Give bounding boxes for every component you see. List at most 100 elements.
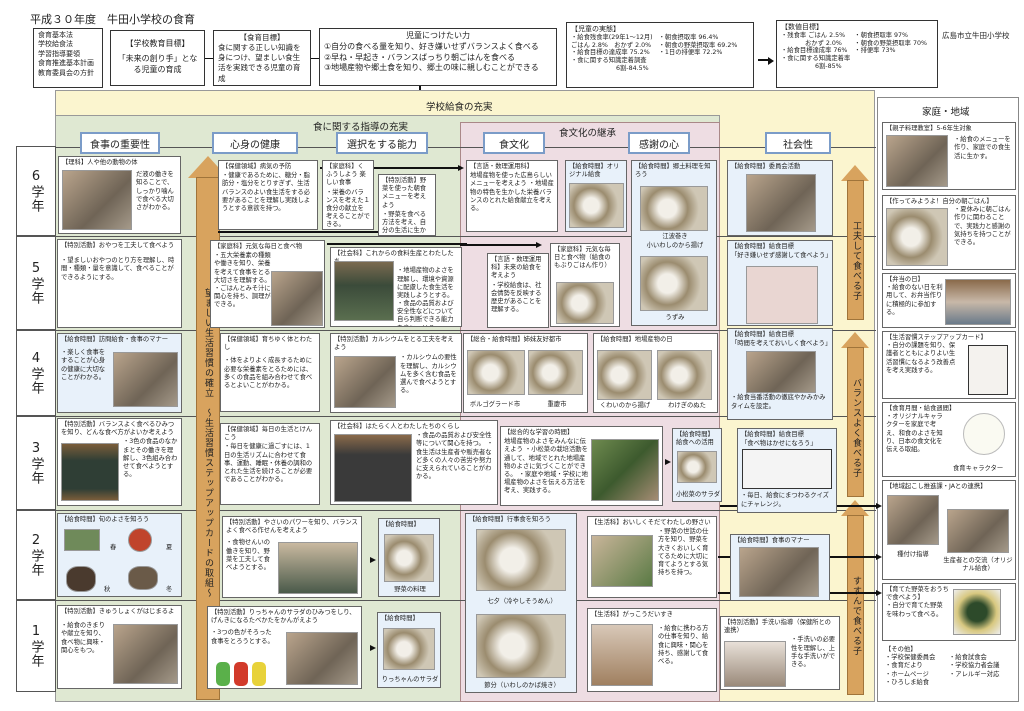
card-text: ・楽しく食事をすることが心身の健康に大切なことがわかる。 (61, 349, 106, 381)
photo (334, 434, 412, 502)
grade-6: 6学年 (16, 146, 56, 236)
abilities-box: 児童につけたい力 ①自分の食べる量を知り、好き嫌いせずバランスよく食べる ②早ね… (319, 28, 557, 86)
card-title: 【地域起こし推進課・JAとの連携】 (886, 483, 987, 490)
card-title: 【総合的な学習の時間】 (504, 429, 574, 436)
card-title: 【保健領域】毎日の生活とけんこう (224, 426, 313, 442)
photo (886, 208, 948, 266)
other-item: ・ホームページ (885, 670, 929, 678)
photo (64, 529, 100, 551)
column-header-sociality: 社会性 (765, 132, 831, 154)
card-title: 【特別活動】手洗い指導（保健所との連携） (724, 619, 831, 635)
arrow-head-icon (841, 165, 869, 181)
photo (591, 439, 659, 501)
home-card-parent-child-cooking: 【親子料理教室】5-6年生対象・給食のメニューを作り、家庭での食生活に生かす。 (882, 122, 1016, 190)
photo (569, 183, 624, 228)
photo-caption: 食育キャラクター (953, 465, 1004, 472)
card-ricchan-salad-lesson: 【特別活動】りっちゃんのサラダのひみつをしり、げんきになるたべかたをかんがえよう… (207, 606, 362, 689)
photo-caption: 小松菜のサラダ (675, 491, 721, 498)
abilities-title: 児童につけたい力 (406, 31, 470, 40)
card-title: 【家庭科】元気な毎日と食べ物 (214, 243, 303, 250)
status-line: ・朝食摂取率 96.4% (658, 33, 719, 41)
card-title: 【家庭科】くふうしよう 楽しい食事 (326, 163, 366, 187)
ability-item: ③地場産物や郷土食を知り、郷土の味に親しむことができる (324, 63, 539, 73)
photo-caption: 生産者との交流（オリジナル給食） (943, 557, 1013, 573)
card-text: ・毎日、給食にまつわるクイズにチャレンジ。 (741, 492, 829, 508)
card-future-lunch: 【言語・数理運用科】未来の給食を考えよう・学校給食は、社会情勢を反映する歴史があ… (487, 253, 549, 328)
card-title: 【給食時間】旬のよさを知ろう (61, 516, 150, 523)
habit-arrow-text: 望ましい生活習慣の確立 ～生活習慣ステップアップカードの取組～ (203, 288, 213, 598)
target-line: おかず 2.0% (805, 39, 842, 47)
other-item: ・学校保健委員会 (885, 654, 936, 662)
card-love-school: 【生活科】がっこうだいすき・給食に携わる方の仕事を知り、給食に興味・関心を持ち、… (587, 608, 717, 692)
card-growing-body: 【保健領域】育ちゆく体とわたし・体をよりよく成長するために必要な栄養素をとるため… (220, 333, 320, 412)
photo (476, 614, 566, 678)
photo (887, 495, 939, 545)
card-title: 【給食時間】委員会活動 (731, 163, 801, 170)
photo-caption: 七夕（冷やしそうめん） (487, 598, 557, 605)
card-text: ・3つの色がそろった食事をとろうとする。 (211, 629, 274, 645)
target-line: ・朝食摂取率 97% (854, 31, 909, 39)
card-goal-no-picky: 【給食時間】給食目標「好き嫌いせず感謝して食べよう」 (727, 240, 833, 326)
card-title: 【言語・数理運用科】未来の給食を考えよう (491, 256, 542, 280)
photo-caption: くわいのから揚げ (599, 402, 651, 409)
season-label: 冬 (166, 586, 173, 593)
season-label: 夏 (166, 544, 173, 551)
card-ricchan-salad: 【給食時間】りっちゃんのサラダ (377, 612, 441, 688)
shokuiku-goal-text: 食に関する正しい知識を身につけ、望ましい食生活を実践できる児童の育成 (218, 43, 301, 83)
card-title: 【給食時間】給食への活用 (676, 431, 714, 447)
photo (467, 350, 525, 395)
other-item: ・食育だより (885, 662, 923, 670)
character-icons (216, 662, 266, 686)
card-text: ・学校給食は、社会情勢を反映する歴史があることを理解する。 (491, 281, 542, 314)
card-text: ・給食当番活動の徹底やかみかみタイムを設定。 (731, 394, 826, 410)
card-text: ・給食のメニューを作り、家庭での食生活に生かす。 (954, 136, 1011, 160)
card-title: 【給食時間】地場産物の日 (597, 336, 673, 343)
status-line: ・朝食の野菜摂取率 69.2% (658, 41, 738, 49)
card-title: 【総合・給食時間】姉妹友好都市 (467, 336, 562, 343)
home-card-bento-day: 【弁当の日】・給食のない日を利用して、お弁当作りに積極的に参加する。 (882, 273, 1016, 328)
grade-4: 4学年 (16, 330, 56, 416)
card-text: 「食べ物はかせになろう」 (741, 440, 817, 448)
photo-caption: りっちゃんのサラダ (381, 676, 439, 683)
card-special-breakfast: 【特別活動】野菜を使った朝食メニューを考えよう・野菜を食べる方法を考え、自分の生… (378, 174, 436, 236)
other-item: ・ひろしま給食 (885, 678, 930, 686)
card-daily-health: 【保健領域】毎日の生活とけんこう・毎日を健康に過ごすには、1日の生活リズムに合わ… (220, 423, 320, 505)
photo (724, 641, 786, 687)
card-title: 【給食時間】 (381, 615, 419, 622)
photo (334, 356, 396, 408)
target-line: ・排便率 73% (854, 47, 896, 55)
card-homeec-nutrients: 【家庭科】元気な毎日と食べ物・五大栄養素の種類や働きを知り、栄養を考えて食事をと… (210, 240, 325, 328)
card-text: ・給食に携わる方の仕事を知り、給食に興味・関心を持ち、感謝して食べる。 (658, 625, 709, 665)
card-language-local-menu: 【言語・数理運用科】地場産物を使った広島らしいメニューを考えよう ・地場産物の特… (466, 160, 558, 232)
photo-caption: ボルゴグラード市 (469, 401, 521, 408)
card-text: ・望ましいおやつのとり方を理解し、時間・種類・量を意識して、食べることができるよ… (61, 257, 175, 281)
photo (742, 449, 832, 489)
creative-eating-arrow: 工夫して食べる子 (847, 180, 864, 320)
other-item: ・アレルギー対応 (949, 670, 1000, 678)
card-title: 【特別活動】おやつを工夫して食べよう (61, 242, 175, 249)
card-seasonal-food: 【給食時間】旬のよさを知ろう 春 夏 秋 冬 (57, 513, 182, 597)
status-line: 6割-84.5% (616, 65, 649, 73)
photo (677, 451, 717, 483)
photo-caption: 小いわしのから揚げ (646, 242, 704, 249)
photo (334, 261, 394, 321)
arrow-text: バランスよく食べる子 (851, 378, 861, 478)
column-header-choice: 選択をする能力 (336, 132, 428, 154)
card-meal-manners: 【給食時間】食事のマナー (730, 534, 830, 601)
arrow-text: 工夫して食べる子 (851, 221, 861, 301)
photo (746, 351, 816, 393)
grade-3: 3学年 (16, 416, 56, 510)
card-title: 【特別活動】カルシウムをとる工夫を考えよう (334, 336, 454, 352)
card-title: 【親子料理教室】5-6年生対象 (886, 125, 972, 132)
card-title: 【保健領域】病気の予防 (222, 163, 292, 170)
card-text: ・自分で育てた野菜を味わって食べる。 (886, 602, 943, 618)
card-social-food-production: 【社会科】これからの食料生産とわたしたち・地場産物のよさを理解し、環境や資源に配… (330, 247, 462, 327)
target-line: ・食に関する知識定着率 (781, 55, 851, 63)
arrow-head-icon (841, 500, 869, 516)
targets-label: 【数値目標】 (781, 23, 823, 31)
card-calcium: 【特別活動】カルシウムをとる工夫を考えよう・カルシウムの要性を理解し、カルシウム… (330, 333, 462, 413)
school-name: 広島市立牛田小学校 (942, 31, 1010, 40)
card-text: ・毎日を健康に過ごすには、1日の生活リズムに合わせて食事、運動、睡眠・休養の調和… (224, 443, 313, 484)
card-mobori-gohan: 【家庭科】元気な毎日と食べ物（給食のもぶりごはん作り） (550, 243, 620, 327)
card-committee: 【給食時間】委員会活動 (727, 160, 833, 236)
